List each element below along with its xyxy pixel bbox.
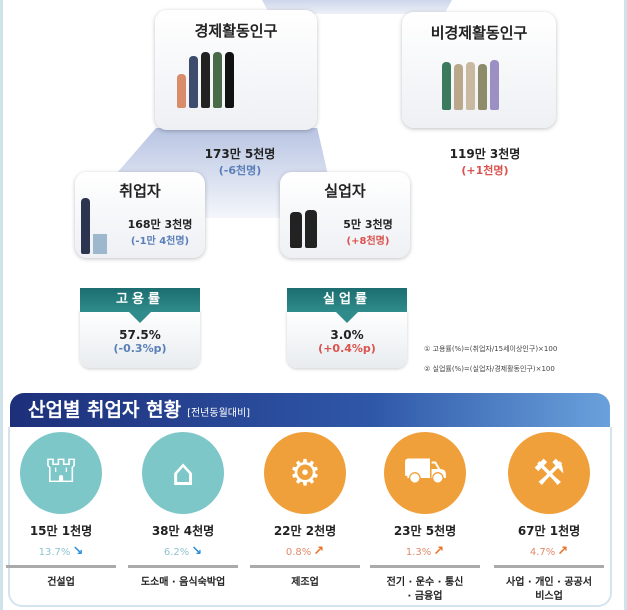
industry-transport-finance: ⛟ 23만 5천명 1.3%↗ 전기 · 운수 · 통신 · 금융업: [366, 432, 484, 604]
industry-construction: ⛫ 15만 1천명 13.7%↘ 건설업: [2, 432, 120, 590]
arrow-down-icon: ↘: [72, 544, 84, 559]
industry-change: 6.2%↘: [124, 544, 242, 559]
divider: [128, 565, 238, 568]
economically-active-change: (-6천명): [218, 164, 262, 177]
unemployed-change: (+8천명): [346, 236, 390, 247]
unemployment-rate-change: (+0.4%p): [318, 342, 376, 355]
industry-pct: 0.8%: [285, 547, 312, 558]
industry-panel: [8, 427, 612, 607]
people-figure-icon: [290, 210, 317, 248]
footnote-employment-rate: ① 고용률(%)=(취업자/15세이상인구)×100: [424, 345, 558, 353]
economically-active-card: 경제활동인구: [155, 10, 317, 130]
industry-count: 67만 1천명: [517, 524, 581, 538]
industry-label: 전기 · 운수 · 통신 · 금융업: [386, 577, 464, 602]
unemployed-count: 5만 3천명: [343, 218, 393, 231]
divider: [6, 565, 116, 568]
gear-icon: ⚙: [264, 432, 346, 514]
unemployment-rate-label: 실업률: [287, 288, 407, 323]
unemployed-card: 실업자 5만 3천명 (+8천명): [280, 172, 410, 258]
unemployed-title: 실업자: [324, 182, 366, 200]
industry-manufacturing: ⚙ 22만 2천명 0.8%↗ 제조업: [246, 432, 364, 590]
section-title: 산업별 취업자 현황: [28, 399, 182, 421]
economically-inactive-card: 비경제활동인구: [402, 12, 556, 128]
industry-count: 15만 1천명: [29, 524, 93, 538]
economically-inactive-count: 119만 3천명: [449, 147, 521, 161]
arrow-down-icon: ↘: [191, 544, 203, 559]
industry-pct: 1.3%: [405, 547, 432, 558]
industry-label: 사업 · 개인 · 공공서비스업: [506, 577, 592, 602]
unemployment-rate-value: 3.0%: [330, 328, 364, 342]
economically-inactive-title: 비경제활동인구: [430, 24, 528, 42]
industry-count: 38만 4천명: [151, 524, 215, 538]
divider: [494, 565, 604, 568]
industry-count: 22만 2천명: [273, 524, 337, 538]
industry-change: 1.3%↗: [366, 544, 484, 559]
people-figure-icon: [442, 60, 499, 110]
tools-people-icon: ⚒: [508, 432, 590, 514]
arrow-up-icon: ↗: [433, 544, 445, 559]
employed-count: 168만 3천명: [127, 218, 193, 231]
arrow-up-icon: ↗: [313, 544, 325, 559]
industry-change: 0.8%↗: [246, 544, 364, 559]
crane-icon: ⛫: [20, 432, 102, 514]
divider: [250, 565, 360, 568]
footnote-unemployment-rate: ② 실업률(%)=(실업자/경제활동인구)×100: [424, 365, 555, 373]
employment-rate-label: 고용률: [80, 288, 200, 323]
industry-pct: 4.7%: [529, 547, 556, 558]
industry-change: 4.7%↗: [490, 544, 608, 559]
industry-label: 도소매 · 음식숙박업: [140, 577, 226, 588]
industry-pct: 6.2%: [163, 547, 190, 558]
industry-change: 13.7%↘: [2, 544, 120, 559]
employed-title: 취업자: [119, 182, 161, 200]
employment-rate-change: (-0.3%p): [113, 342, 167, 355]
truck-icon: ⛟: [384, 432, 466, 514]
employment-rate-value: 57.5%: [119, 328, 161, 342]
employed-card: 취업자 168만 3천명 (-1만 4천명): [75, 172, 205, 258]
employed-change: (-1만 4천명): [130, 236, 190, 247]
industry-label: 건설업: [47, 577, 75, 588]
industry-label: 제조업: [291, 577, 319, 588]
divider: [370, 565, 480, 568]
store-icon: ⌂: [142, 432, 224, 514]
section-banner: 산업별 취업자 현황 [전년동월대비]: [10, 393, 610, 427]
worker-figure-icon: [81, 198, 107, 254]
people-figure-icon: [177, 52, 234, 108]
economically-active-title: 경제활동인구: [194, 22, 278, 40]
industry-retail: ⌂ 38만 4천명 6.2%↘ 도소매 · 음식숙박업: [124, 432, 242, 590]
economically-active-count: 173만 5천명: [204, 147, 276, 161]
industry-pct: 13.7%: [38, 547, 71, 558]
section-subtitle: [전년동월대비]: [187, 408, 251, 419]
industry-count: 23만 5천명: [393, 524, 457, 538]
economically-inactive-change: (+1천명): [461, 164, 509, 177]
arrow-up-icon: ↗: [557, 544, 569, 559]
industry-services: ⚒ 67만 1천명 4.7%↗ 사업 · 개인 · 공공서비스업: [490, 432, 608, 604]
